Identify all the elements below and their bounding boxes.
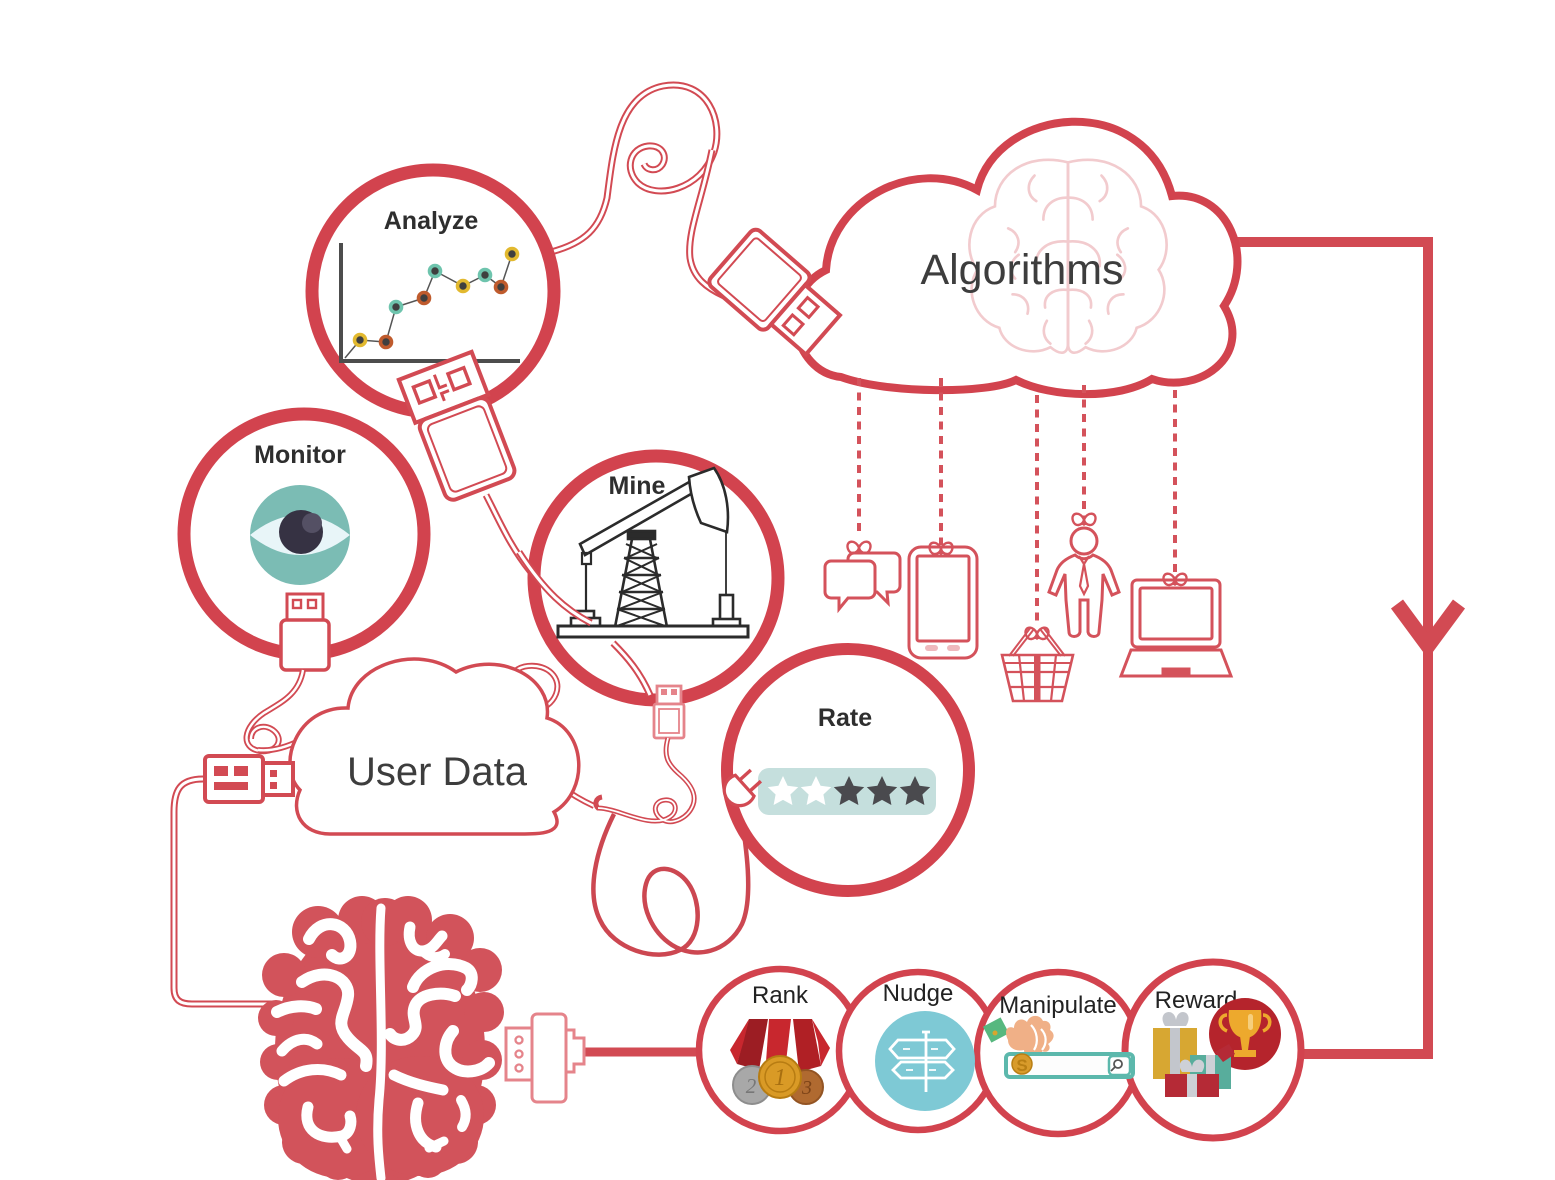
- svg-text:Analyze: Analyze: [384, 207, 479, 235]
- svg-text:Monitor: Monitor: [254, 441, 346, 469]
- svg-text:User Data: User Data: [347, 750, 528, 794]
- svg-text:Rank: Rank: [752, 982, 809, 1009]
- svg-text:Manipulate: Manipulate: [999, 992, 1116, 1019]
- svg-text:S: S: [1016, 1056, 1027, 1075]
- svg-text:3: 3: [801, 1077, 812, 1099]
- svg-text:2: 2: [746, 1074, 757, 1098]
- svg-text:Algorithms: Algorithms: [920, 246, 1123, 294]
- svg-text:Mine: Mine: [609, 472, 666, 500]
- svg-text:Rate: Rate: [818, 704, 872, 732]
- svg-text:1: 1: [774, 1065, 786, 1091]
- svg-text:Nudge: Nudge: [883, 980, 954, 1007]
